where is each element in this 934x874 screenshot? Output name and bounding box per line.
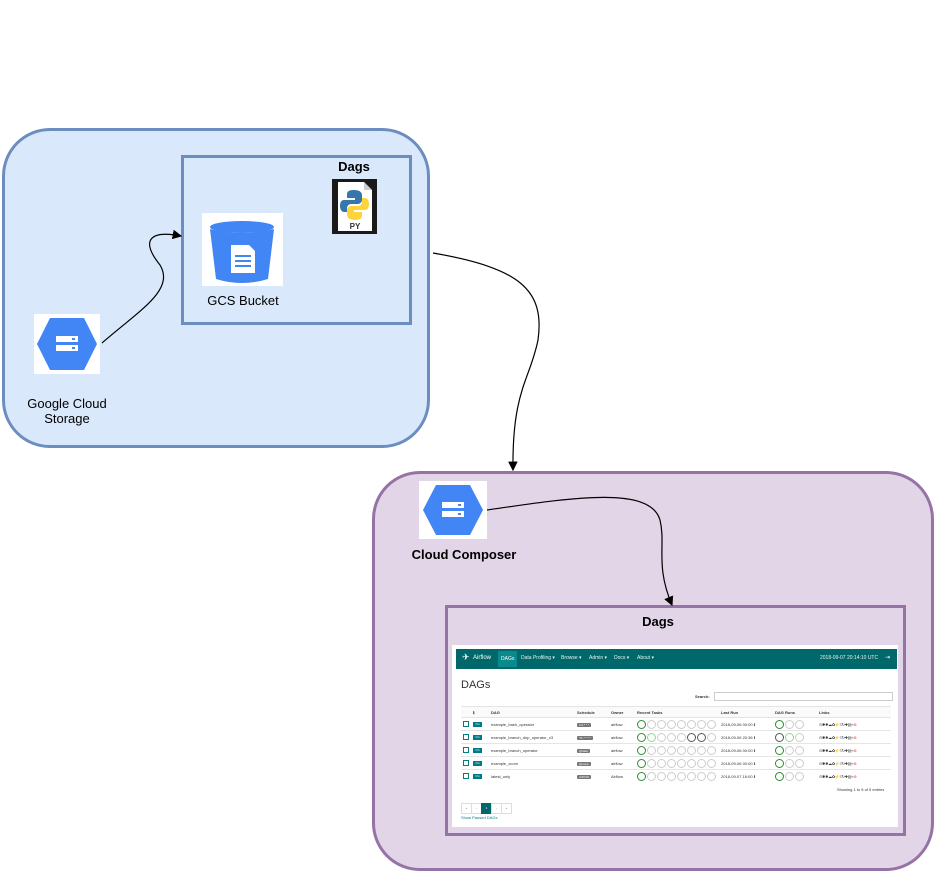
- gcs-to-composer-edge: [432, 252, 540, 472]
- search-label: Search:: [695, 694, 710, 699]
- show-paused-link[interactable]: Show Paused DAGs: [461, 815, 498, 820]
- schedule-badge: 0 0 * * *: [577, 722, 592, 727]
- col-last-run: Last Run: [719, 706, 773, 718]
- col-recent-tasks: Recent Tasks: [635, 706, 719, 718]
- row-checkbox[interactable]: [463, 733, 469, 740]
- links-icons[interactable]: ⊙✱✸☁✿⚡≡↻✚▤⌁⊗: [817, 756, 891, 770]
- recent-tasks: [635, 743, 719, 757]
- recent-tasks: [635, 769, 719, 782]
- table-header-row: ℹ DAG Schedule Owner Recent Tasks Last R…: [461, 706, 891, 718]
- dag-link[interactable]: latest_only: [489, 769, 575, 782]
- col-dag-runs: DAG Runs: [773, 706, 817, 718]
- search-input[interactable]: [714, 692, 893, 701]
- table-row: On example_branch_dop_operator_v3 */1 * …: [461, 730, 891, 744]
- bucket-label: GCS Bucket: [207, 293, 279, 308]
- owner: Airflow: [609, 769, 635, 782]
- dags-table: ℹ DAG Schedule Owner Recent Tasks Last R…: [461, 706, 891, 782]
- dag-runs: [773, 756, 817, 770]
- schedule-badge: 4:00:00: [577, 774, 592, 779]
- links-icons[interactable]: ⊙✱✸☁✿⚡≡↻✚▤⌁⊗: [817, 769, 891, 782]
- schedule-badge: */1 * * * *: [577, 735, 593, 740]
- dag-toggle[interactable]: On: [473, 761, 482, 766]
- nav-about[interactable]: About ▾: [637, 655, 654, 661]
- owner: airflow: [609, 717, 635, 731]
- nav-data-profiling[interactable]: Data Profiling ▾: [521, 655, 555, 661]
- last-run[interactable]: 2018-09-06 00:00 ℹ: [719, 717, 773, 731]
- col-info: ℹ: [471, 706, 489, 718]
- dag-toggle[interactable]: On: [473, 748, 482, 753]
- last-run[interactable]: 2018-09-06 00:00 ℹ: [719, 743, 773, 757]
- airflow-brand[interactable]: Airflow: [473, 655, 492, 661]
- col-dag: DAG: [489, 706, 575, 718]
- table-row: On example_branch_operator @daily airflo…: [461, 743, 891, 757]
- composer-dags-label: Dags: [642, 614, 674, 629]
- bucket-icon: [202, 213, 283, 286]
- owner: airflow: [609, 730, 635, 744]
- storage-to-bucket-edge: [101, 229, 183, 344]
- table-row: On example_xcom @once airflow 2018-09-06…: [461, 756, 891, 770]
- links-icons[interactable]: ⊙✱✸☁✿⚡≡↻✚▤⌁⊗: [817, 743, 891, 757]
- recent-tasks: [635, 730, 719, 744]
- nav-browse[interactable]: Browse ▾: [561, 655, 582, 661]
- pager-last[interactable]: »: [501, 803, 512, 814]
- col-owner: Owner: [609, 706, 635, 718]
- cloud-storage-icon: [34, 314, 100, 374]
- dag-toggle[interactable]: On: [473, 774, 482, 779]
- dag-link[interactable]: example_bash_operator: [489, 717, 575, 731]
- owner: airflow: [609, 743, 635, 757]
- col-schedule: Schedule: [575, 706, 609, 718]
- nav-dags[interactable]: DAGs: [498, 651, 518, 667]
- row-checkbox[interactable]: [463, 772, 469, 779]
- links-icons[interactable]: ⊙✱✸☁✿⚡≡↻✚▤⌁⊗: [817, 730, 891, 744]
- composer-label: Cloud Composer: [411, 547, 517, 562]
- py-file-text: PY: [350, 222, 361, 231]
- dag-runs: [773, 743, 817, 757]
- pagination: «‹1›»: [461, 796, 512, 814]
- dag-runs: [773, 717, 817, 731]
- owner: airflow: [609, 756, 635, 770]
- dag-link[interactable]: example_xcom: [489, 756, 575, 770]
- table-row: On latest_only 4:00:00 Airflow 2018-09-0…: [461, 769, 891, 782]
- storage-label: Google Cloud Storage: [27, 396, 107, 426]
- showing-entries: Showing 1 to 5 of 5 entries: [837, 787, 885, 792]
- table-row: On example_bash_operator 0 0 * * * airfl…: [461, 717, 891, 731]
- dag-toggle[interactable]: On: [473, 722, 482, 727]
- bucket-dags-label: Dags: [338, 159, 370, 174]
- col-checkbox: [461, 706, 471, 718]
- composer-to-dags-edge: [486, 496, 674, 607]
- nav-docs[interactable]: Docs ▾: [614, 655, 630, 661]
- last-run[interactable]: 2018-09-07 16:00 ℹ: [719, 769, 773, 782]
- nav-timestamp: 2018-09-07 20:14:10 UTC: [820, 655, 879, 661]
- recent-tasks: [635, 717, 719, 731]
- links-icons[interactable]: ⊙✱✸☁✿⚡≡↻✚▤⌁⊗: [817, 717, 891, 731]
- schedule-badge: @once: [577, 761, 591, 766]
- airflow-page-title: DAGs: [461, 679, 491, 691]
- airflow-navbar: ✈ Airflow DAGs Data Profiling ▾ Browse ▾…: [456, 649, 897, 669]
- airflow-ui: ✈ Airflow DAGs Data Profiling ▾ Browse ▾…: [452, 645, 898, 827]
- cloud-composer-icon: [419, 481, 487, 539]
- col-links: Links: [817, 706, 891, 718]
- row-checkbox[interactable]: [463, 720, 469, 727]
- dag-link[interactable]: example_branch_operator: [489, 743, 575, 757]
- last-run[interactable]: 2018-09-06 20:36 ℹ: [719, 730, 773, 744]
- logout-icon[interactable]: ⇥: [885, 655, 891, 661]
- python-file-icon: PY: [332, 179, 377, 234]
- schedule-badge: @daily: [577, 748, 591, 753]
- recent-tasks: [635, 756, 719, 770]
- row-checkbox[interactable]: [463, 746, 469, 753]
- dag-link[interactable]: example_branch_dop_operator_v3: [489, 730, 575, 744]
- last-run[interactable]: 2018-09-06 00:00 ℹ: [719, 756, 773, 770]
- dag-runs: [773, 730, 817, 744]
- dag-runs: [773, 769, 817, 782]
- airflow-logo-icon: ✈: [462, 652, 470, 662]
- dag-toggle[interactable]: On: [473, 735, 482, 740]
- row-checkbox[interactable]: [463, 759, 469, 766]
- nav-admin[interactable]: Admin ▾: [589, 655, 608, 661]
